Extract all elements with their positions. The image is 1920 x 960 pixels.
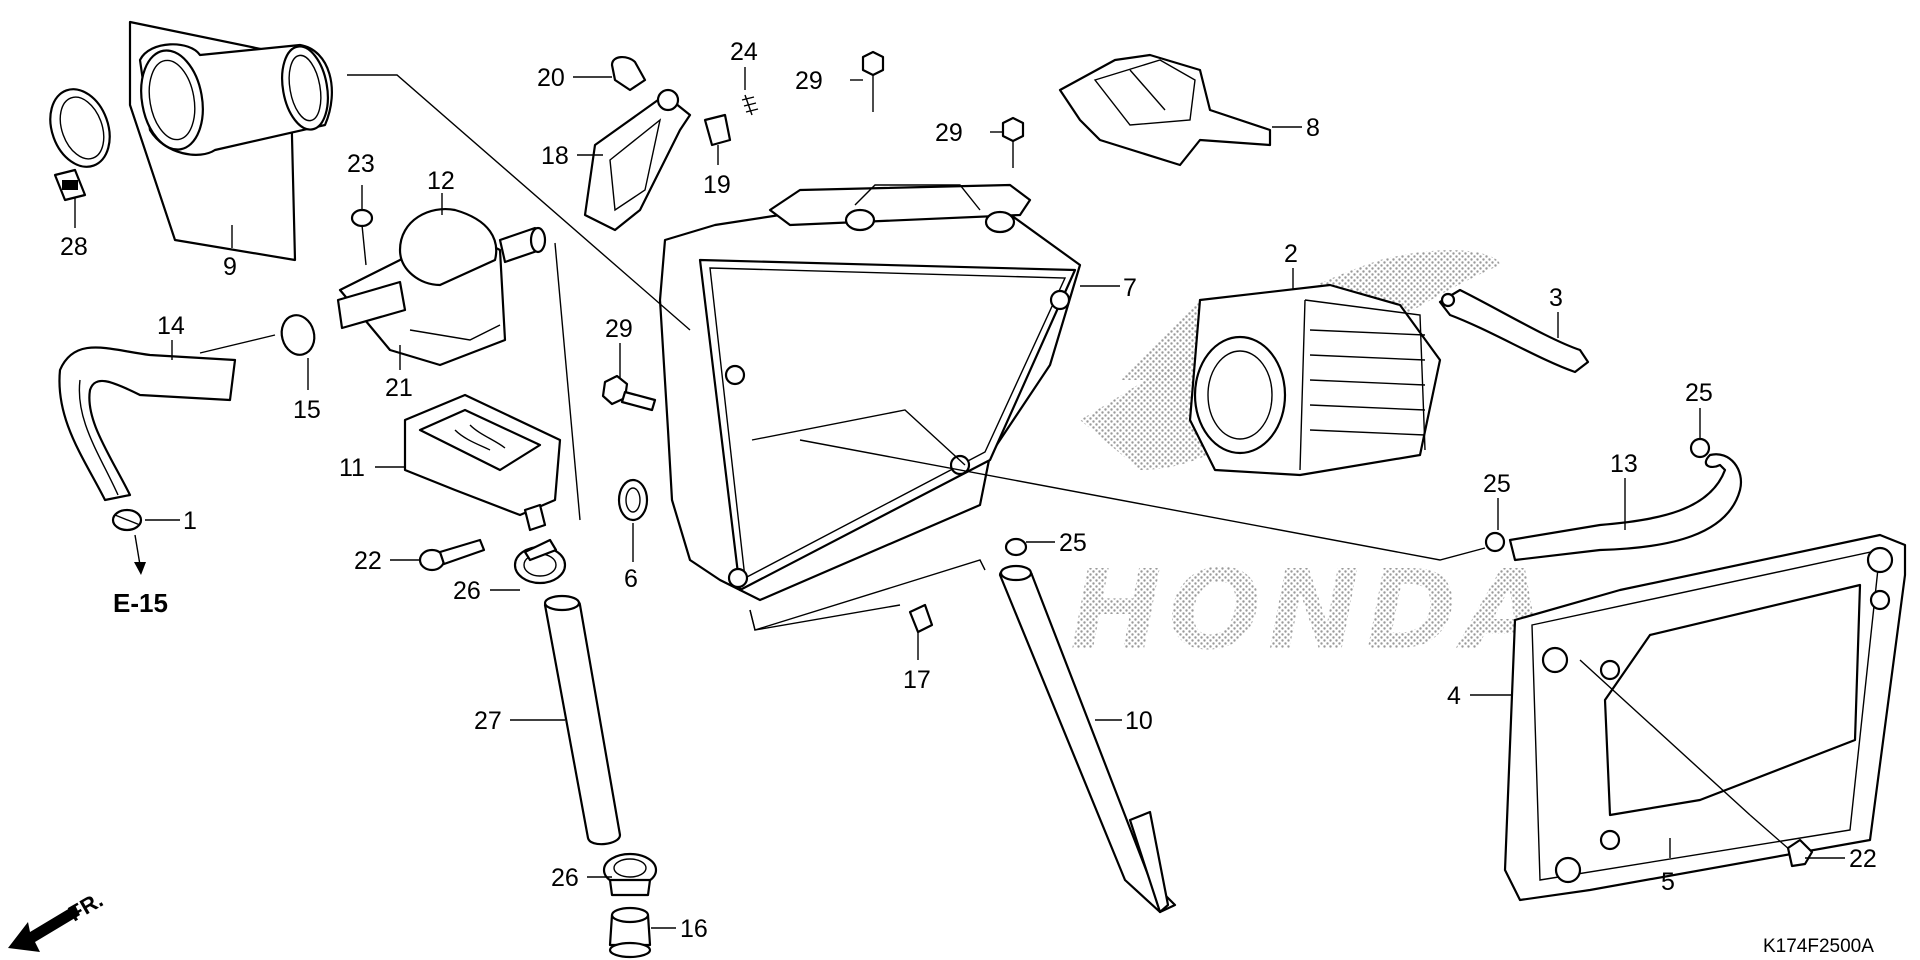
- part-14-breather-hose: [58, 346, 237, 502]
- part-28-band-clamp: [49, 88, 111, 202]
- callout-6: 6: [624, 565, 638, 593]
- callout-7: 7: [1123, 274, 1137, 302]
- callout-25a: 25: [1059, 529, 1087, 557]
- part-1-hose-clip: [111, 508, 143, 532]
- part-8-intake-cover: [1058, 53, 1272, 167]
- part-4-5-case-cover: [1503, 533, 1907, 902]
- callout-9: 9: [223, 253, 237, 281]
- part-2-air-filter-element: [1188, 283, 1442, 477]
- part-13-hose: [1508, 453, 1743, 562]
- callout-14: 14: [157, 312, 185, 340]
- part-17-clip: [908, 603, 934, 634]
- part-6-grommet: [617, 478, 649, 522]
- part-15-o-ring: [280, 314, 316, 356]
- callout-22b: 22: [1849, 845, 1877, 873]
- part-20-grommet: [610, 56, 647, 92]
- part-16-drain-plug: [608, 906, 652, 959]
- callout-17: 17: [903, 666, 931, 694]
- connection-lines: [199, 74, 1751, 816]
- front-arrow-icon: [8, 905, 80, 952]
- part-12-valve-cover: [336, 207, 547, 367]
- callout-24: 24: [730, 38, 758, 66]
- part-29-bolt-a: [861, 50, 885, 112]
- callout-22a: 22: [354, 547, 382, 575]
- callout-25b: 25: [1483, 470, 1511, 498]
- part-25-clip-b: [1484, 531, 1506, 553]
- callout-leaders: [74, 67, 1845, 929]
- part-26-clamp-lower: [602, 852, 658, 897]
- part-23-screw: [350, 208, 374, 266]
- drawing-code: K174F2500A: [1763, 936, 1874, 957]
- callout-25c: 25: [1685, 379, 1713, 407]
- callout-28: 28: [60, 233, 88, 261]
- callout-26b: 26: [551, 864, 579, 892]
- part-18-bracket: [583, 88, 692, 232]
- part-25-clip-a: [1004, 537, 1028, 557]
- cross-reference-label: E-15: [113, 588, 168, 618]
- part-25-clip-c: [1689, 437, 1711, 459]
- callout-18: 18: [541, 142, 569, 170]
- part-24-pin: [741, 94, 759, 116]
- part-11-reed-valve: [403, 393, 562, 532]
- part-26-clamp-upper: [513, 538, 567, 585]
- callout-21: 21: [385, 374, 413, 402]
- callout-13: 13: [1610, 450, 1638, 478]
- part-10-tube: [998, 564, 1177, 914]
- callout-20: 20: [537, 64, 565, 92]
- part-7-air-cleaner-case: [658, 183, 1082, 602]
- part-29-bolt-b: [1001, 116, 1025, 168]
- part-29-bolt-c: [601, 374, 657, 412]
- callout-16: 16: [680, 915, 708, 943]
- part-27-drain-tube: [543, 594, 622, 846]
- callout-10: 10: [1125, 707, 1153, 735]
- part-3-holder-band: [1438, 288, 1590, 374]
- callout-27: 27: [474, 707, 502, 735]
- callout-3: 3: [1549, 284, 1563, 312]
- callout-4: 4: [1447, 682, 1461, 710]
- watermark-text: HONDA: [1070, 546, 1554, 674]
- callout-29a: 29: [795, 67, 823, 95]
- callout-26a: 26: [453, 577, 481, 605]
- callout-labels: 1 2 3 4 5 6 7 8 9 10 11 12 13 14 15 16 1…: [60, 38, 1877, 943]
- callout-23: 23: [347, 150, 375, 178]
- e15-arrow: [134, 534, 146, 575]
- callout-8: 8: [1306, 114, 1320, 142]
- callout-15: 15: [293, 396, 321, 424]
- part-22-bolt-left: [418, 538, 486, 572]
- callout-29c: 29: [605, 315, 633, 343]
- callout-5: 5: [1661, 868, 1675, 896]
- callout-1: 1: [183, 507, 197, 535]
- callout-11: 11: [339, 454, 365, 482]
- callout-2: 2: [1284, 240, 1298, 268]
- callout-12: 12: [427, 167, 455, 195]
- callout-19: 19: [703, 171, 731, 199]
- part-19-clip: [703, 113, 732, 147]
- callout-29b: 29: [935, 119, 963, 147]
- part-9-intake-duct: [128, 20, 333, 262]
